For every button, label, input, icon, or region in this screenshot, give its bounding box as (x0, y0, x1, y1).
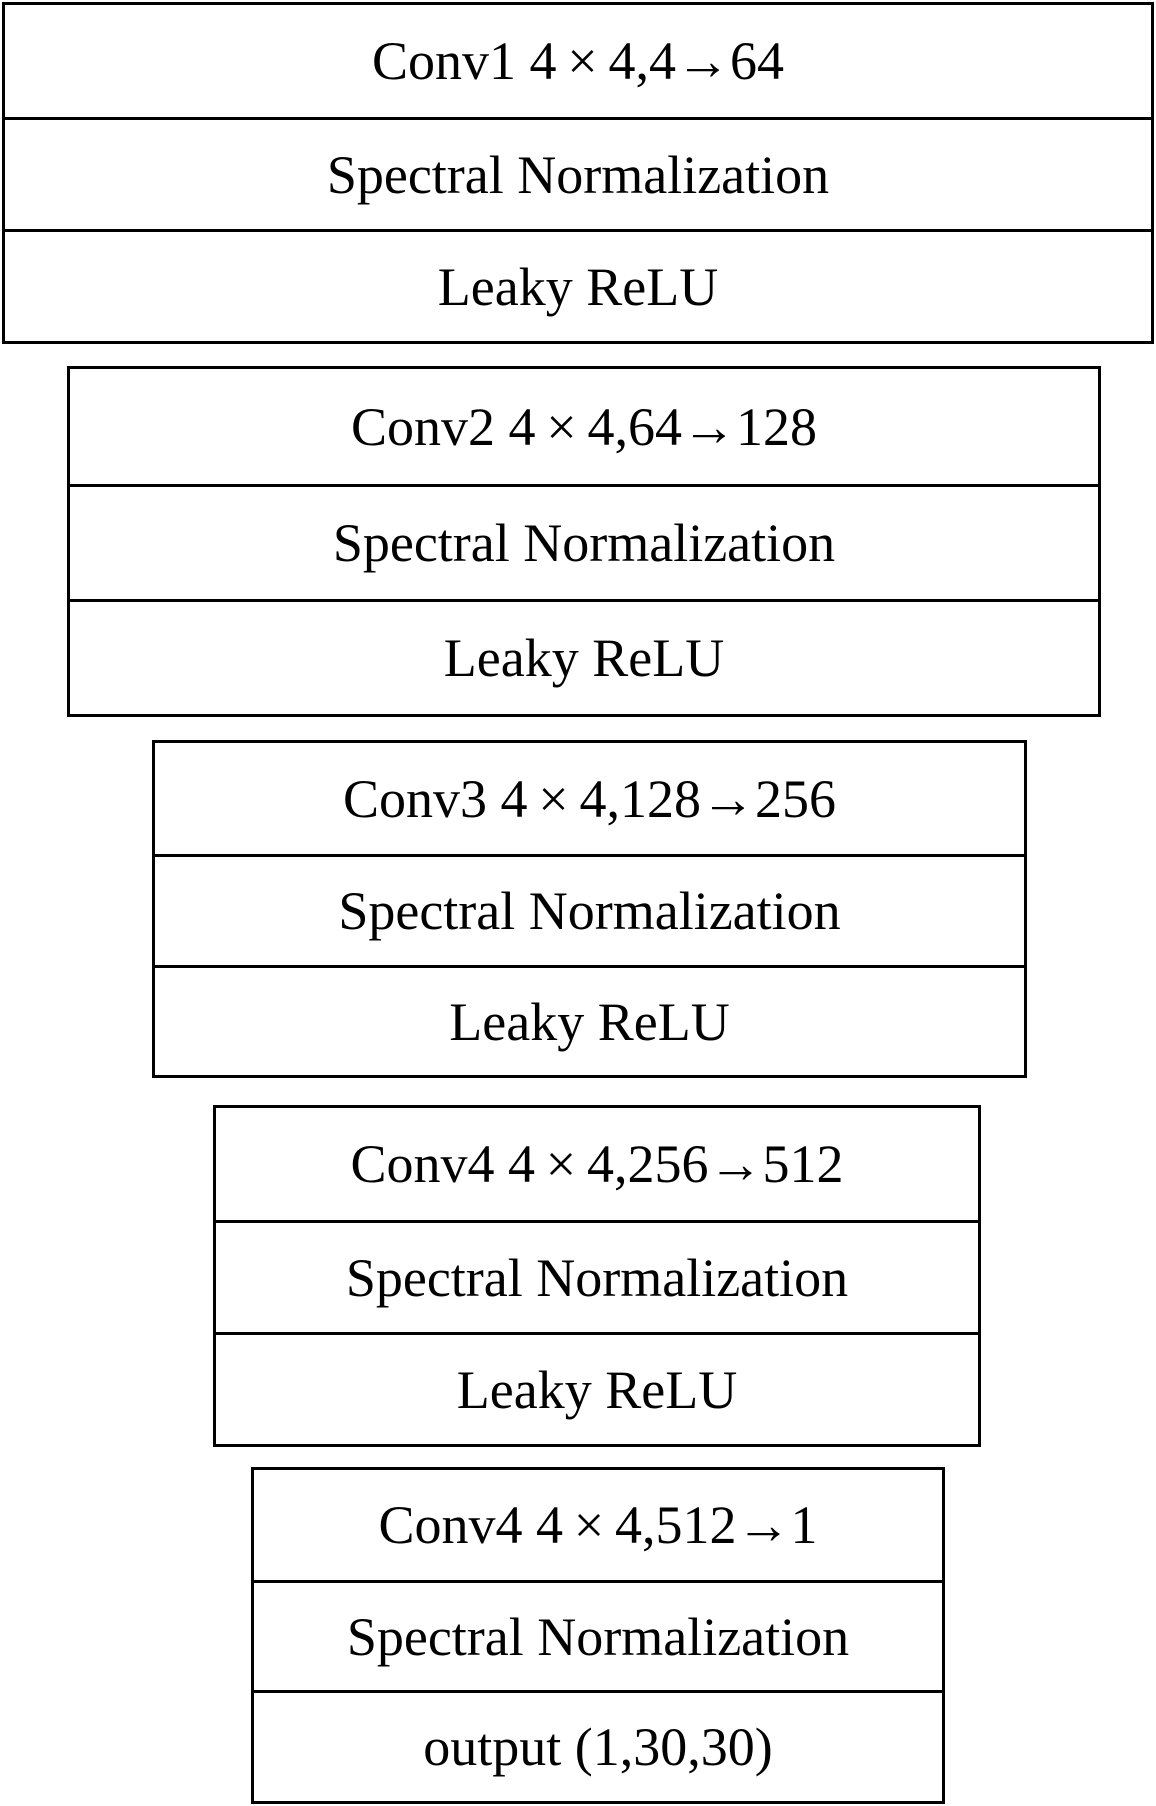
output-label: output (1,30,30) (254, 1690, 942, 1800)
activation-label: Leaky ReLU (5, 229, 1151, 341)
spectral-norm-label: Spectral Normalization (254, 1580, 942, 1690)
conv-layer-label: Conv3 4 × 4,128→256 (342, 768, 837, 829)
spectral-norm-label: Spectral Normalization (216, 1220, 978, 1332)
conv-layer-label: Conv1 4 × 4,4→64 (371, 31, 785, 91)
layer-block-5: Conv4 4 × 4,512→1 Spectral Normalization… (251, 1467, 945, 1804)
activation-label: Leaky ReLU (70, 599, 1098, 714)
layer-block-4: Conv4 4 × 4,256→512 Spectral Normalizati… (213, 1105, 981, 1447)
activation-label: Leaky ReLU (155, 965, 1024, 1076)
conv-layer-label: Conv2 4 × 4,64→128 (350, 396, 818, 457)
activation-label: Leaky ReLU (216, 1332, 978, 1444)
spectral-norm-label: Spectral Normalization (70, 484, 1098, 599)
layer-block-1: Conv1 4 × 4,4→64 Spectral Normalization … (2, 2, 1154, 344)
conv-layer-label: Conv4 4 × 4,512→1 (378, 1495, 818, 1555)
layer-block-2: Conv2 4 × 4,64→128 Spectral Normalizatio… (67, 366, 1101, 717)
conv-layer-label: Conv4 4 × 4,256→512 (350, 1134, 844, 1194)
layer-block-3: Conv3 4 × 4,128→256 Spectral Normalizati… (152, 740, 1027, 1078)
spectral-norm-label: Spectral Normalization (155, 854, 1024, 965)
spectral-norm-label: Spectral Normalization (5, 117, 1151, 229)
